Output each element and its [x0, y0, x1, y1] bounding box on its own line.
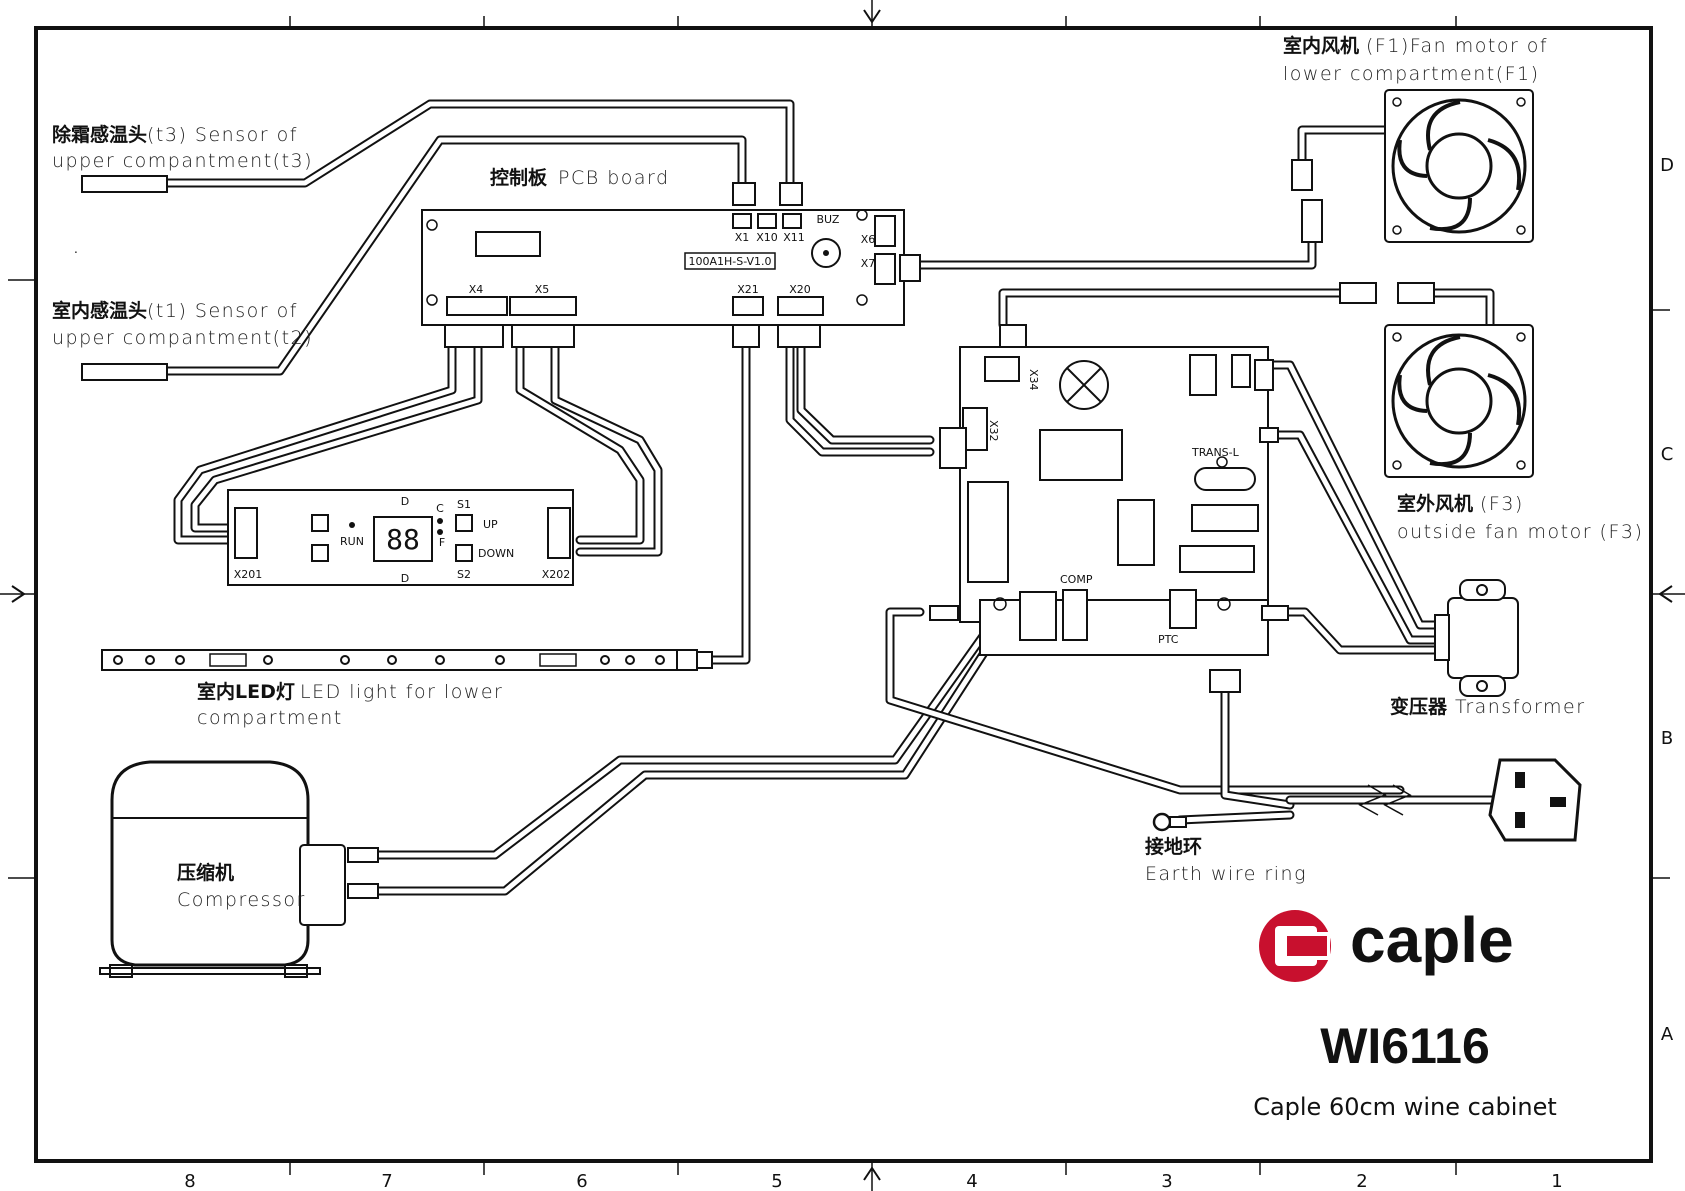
display-x201: X201 [234, 568, 263, 581]
brand-name: caple [1350, 904, 1514, 976]
fan-f1 [1291, 89, 1534, 243]
conn-x21: X21 [737, 283, 759, 296]
conn-x4: X4 [469, 283, 484, 296]
terminal-connectors [929, 324, 1289, 621]
zone-number: 7 [381, 1171, 392, 1191]
display-down: DOWN [478, 547, 514, 560]
fan-f3-en: (F3) [1480, 493, 1524, 515]
fan-f1-line2: lower compartment(F1) [1283, 63, 1540, 85]
sensor-t3-line2: upper compantment(t3) [52, 150, 313, 172]
pcb-part-number: 100A1H-S-V1.0 [688, 255, 771, 268]
zone-number: 3 [1161, 1171, 1172, 1191]
svg-text:88: 88 [386, 523, 420, 556]
fan-f3 [1339, 282, 1534, 478]
earth-ring [1152, 812, 1187, 832]
sensor-t3-en: (t3) Sensor of [147, 124, 298, 146]
conn-x32: X32 [987, 420, 1000, 442]
conn-ptc: PTC [1158, 633, 1179, 646]
pcb-cn: 控制板 [490, 166, 548, 189]
product-description: Caple 60cm wine cabinet [1253, 1093, 1557, 1121]
zone-number: 1 [1551, 1171, 1562, 1191]
conn-x5: X5 [535, 283, 550, 296]
display-d-bottom: D [401, 572, 409, 585]
compressor-cn: 压缩机 [177, 861, 234, 884]
zone-letter: C [1661, 444, 1674, 465]
zone-letter: A [1661, 1024, 1674, 1045]
model-number: WI6116 [1320, 1018, 1490, 1074]
conn-x6: X6 [861, 233, 876, 246]
bottom-zone-numbers: 8 7 6 5 4 3 2 1 [184, 1171, 1562, 1191]
compressor-en: Compressor [177, 889, 306, 911]
display-f: F [439, 536, 445, 549]
sensor-t1-probe [81, 363, 168, 381]
display-board: 88 [227, 489, 574, 586]
led-cn: 室内LED灯 [197, 680, 295, 703]
stray-dot: . [74, 242, 78, 256]
display-s2: S2 [457, 568, 471, 581]
zone-number: 5 [771, 1171, 782, 1191]
conn-x10: X10 [756, 231, 778, 244]
fan-f1-cn: 室内风机 [1283, 34, 1359, 57]
zone-letter: D [1660, 155, 1674, 176]
zone-number: 8 [184, 1171, 195, 1191]
sensor-t1-en: (t1) Sensor of [147, 300, 298, 322]
zone-number: 4 [966, 1171, 977, 1191]
display-c: C [436, 502, 444, 515]
compressor [99, 760, 379, 978]
center-arrow-right [1658, 585, 1673, 603]
conn-x34: X34 [1027, 369, 1040, 391]
transformer-cn: 变压器 [1390, 695, 1448, 718]
pcb-en: PCB board [558, 167, 670, 189]
zone-number: 2 [1356, 1171, 1367, 1191]
earth-en: Earth wire ring [1145, 863, 1307, 885]
center-arrow-left [11, 585, 26, 603]
center-arrow-top [863, 9, 881, 24]
sensor-t3-probe [81, 175, 168, 193]
zone-letter: B [1661, 728, 1673, 749]
pcb-board: 100A1H-S-V1.0 [421, 182, 921, 348]
led-line2: compartment [197, 707, 343, 729]
earth-cn: 接地环 [1145, 835, 1202, 858]
display-x202: X202 [542, 568, 571, 581]
fan-f3-cn: 室外风机 [1397, 492, 1473, 515]
display-up: UP [483, 518, 498, 531]
zone-number: 6 [576, 1171, 587, 1191]
display-s1: S1 [457, 498, 471, 511]
conn-trans-l: TRANS-L [1191, 446, 1240, 459]
transformer [1434, 579, 1519, 697]
display-run: RUN [340, 535, 364, 548]
led-en: LED light for lower [300, 681, 503, 703]
sensor-t1-cn: 室内感温头 [52, 299, 147, 322]
fan-f1-en: (F1)Fan motor of [1366, 35, 1548, 57]
conn-x20: X20 [789, 283, 811, 296]
caple-logo: caple [1259, 904, 1514, 982]
sensor-t1-line2: upper compantment(t2) [52, 327, 313, 349]
right-zone-letters: D C B A [1660, 155, 1674, 1045]
sensor-t3-cn: 除霜感温头 [52, 123, 147, 146]
transformer-en: Transformer [1455, 696, 1586, 718]
conn-comp: COMP [1060, 573, 1093, 586]
conn-x7: X7 [861, 257, 876, 270]
display-d-top: D [401, 495, 409, 508]
power-board [959, 346, 1269, 656]
conn-x1: X1 [735, 231, 750, 244]
center-arrow-bottom [863, 1166, 881, 1181]
conn-x11: X11 [783, 231, 805, 244]
led-strip [101, 649, 713, 671]
conn-buz: BUZ [817, 213, 840, 226]
fan-f3-line2: outside fan motor (F3) [1397, 521, 1643, 543]
mains-plug [1209, 669, 1582, 842]
